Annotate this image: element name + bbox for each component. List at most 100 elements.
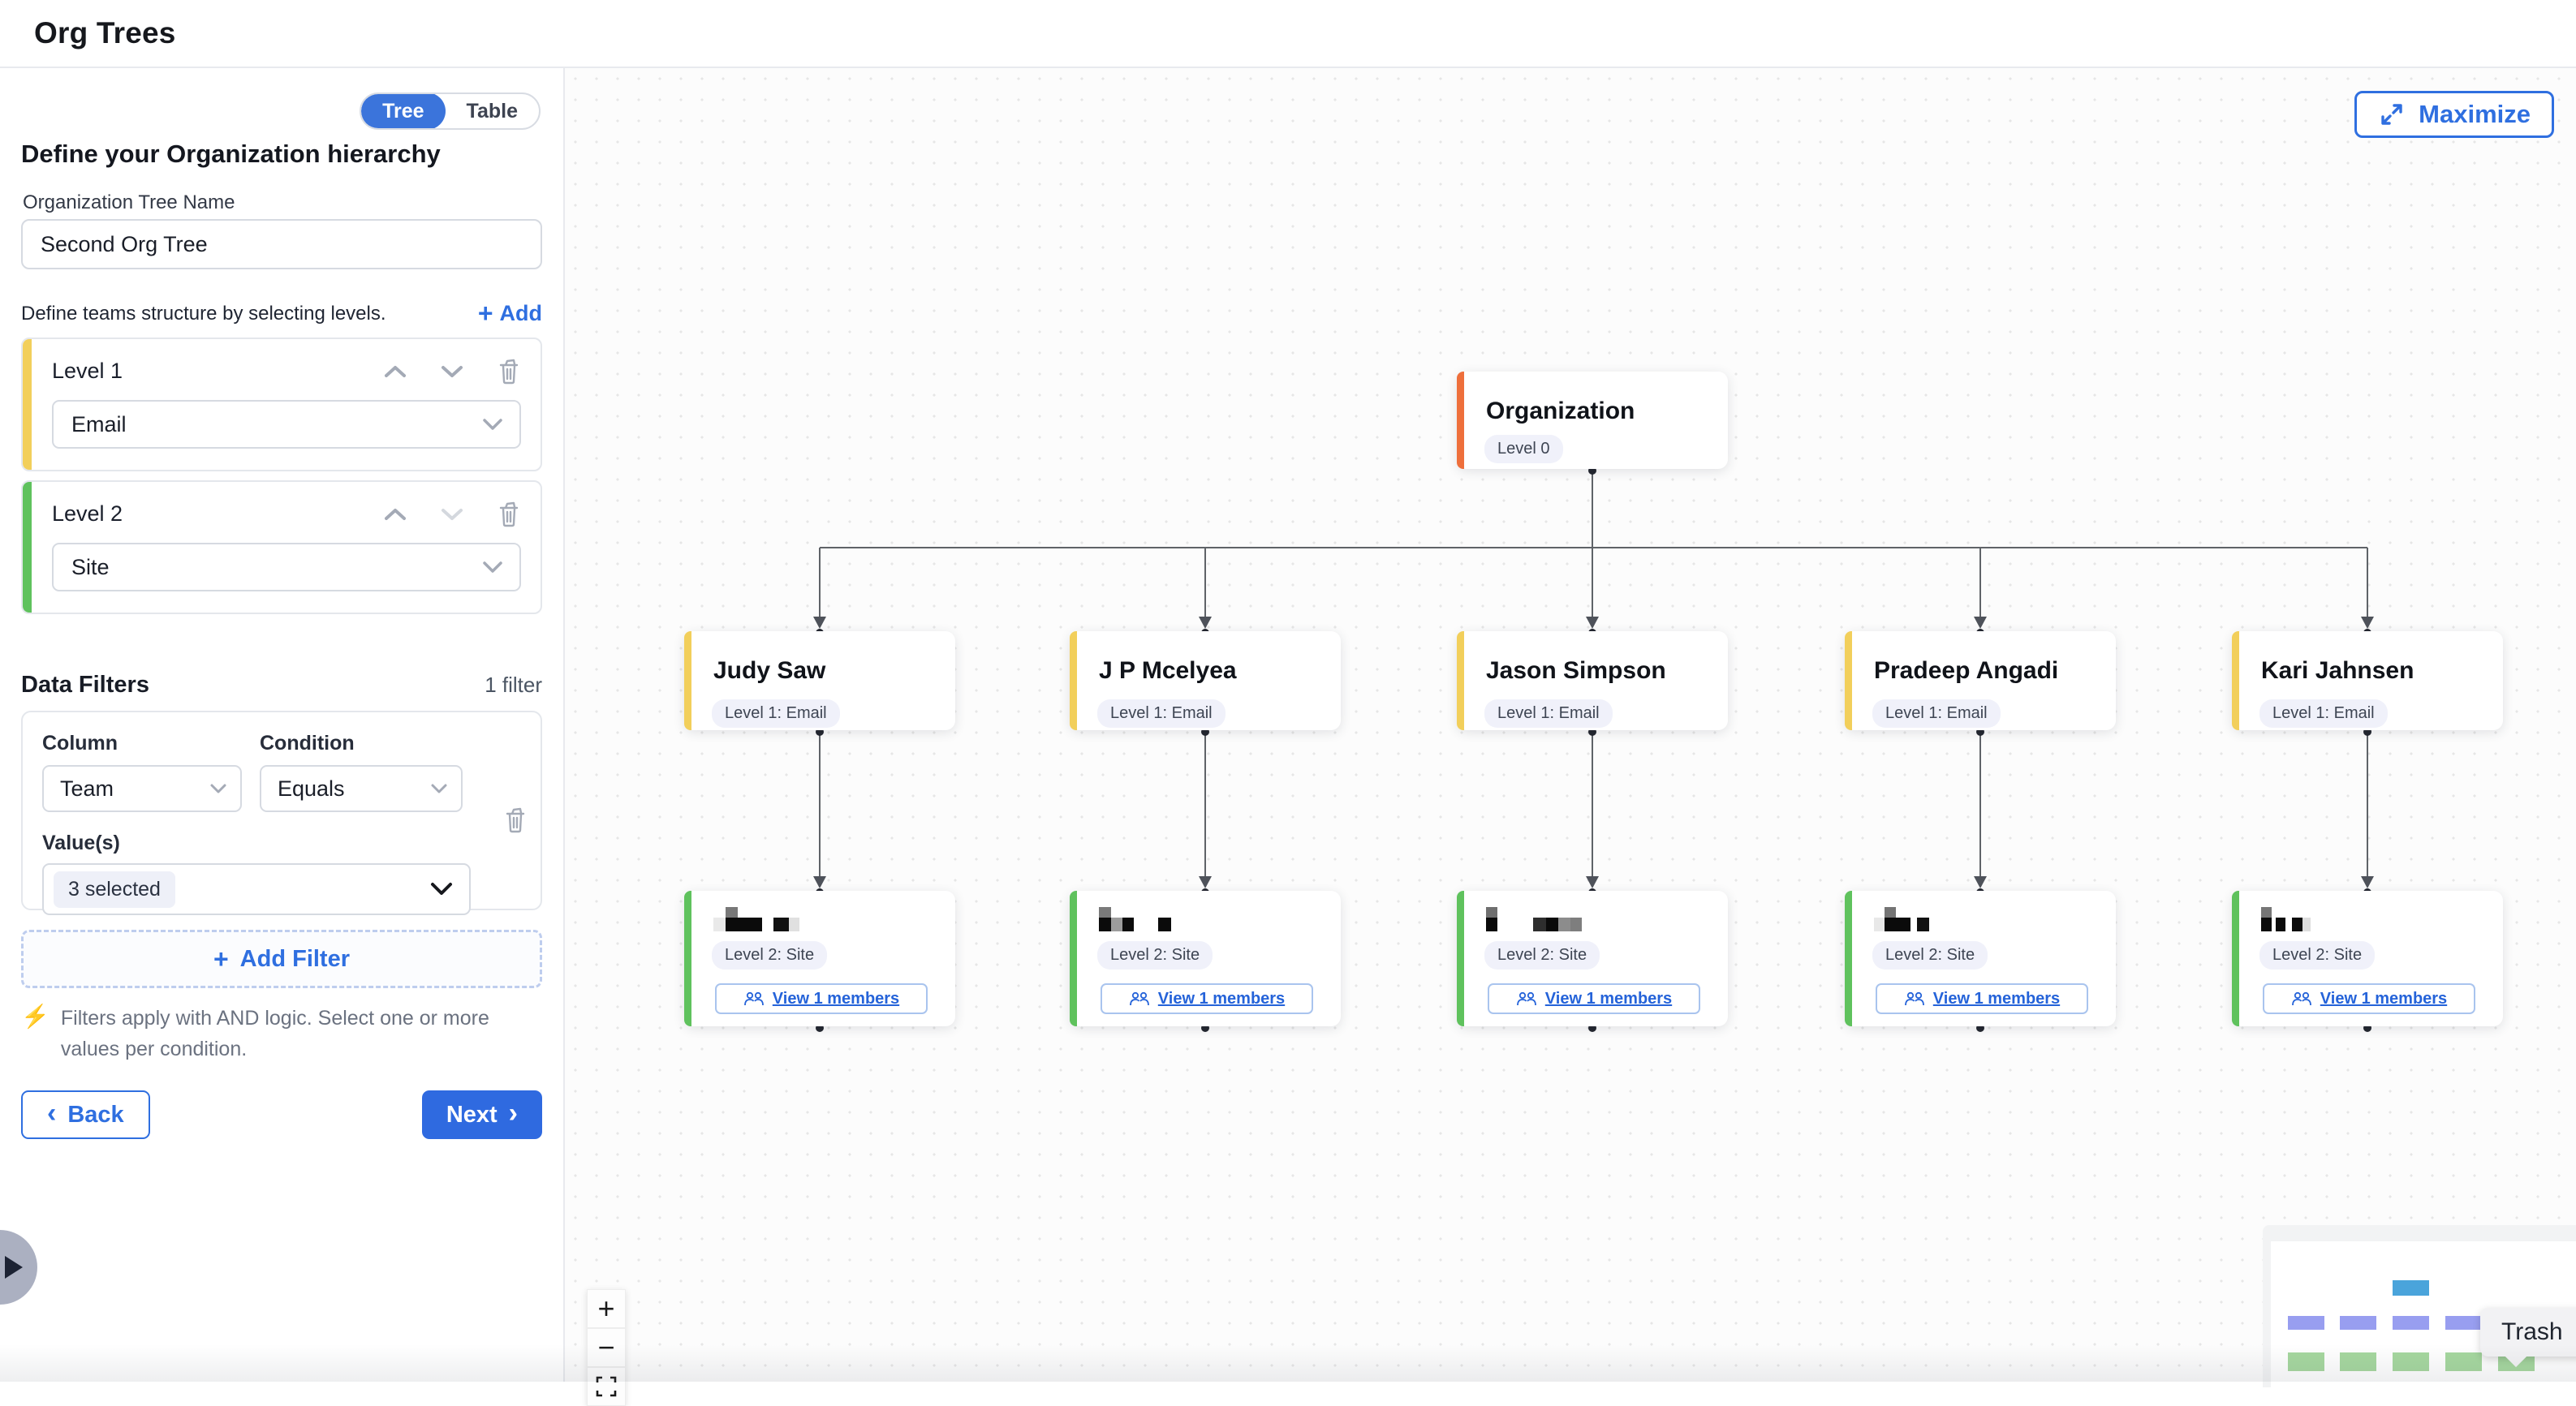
org-node-level1[interactable]: Jason Simpson Level 1: Email (1457, 631, 1728, 730)
chevron-down-icon (482, 561, 503, 574)
back-button[interactable]: ‹ Back (21, 1090, 150, 1139)
node-level-badge: Level 2: Site (1484, 941, 1600, 970)
zoom-controls: + − (587, 1289, 626, 1406)
level-1-card: Level 1 Email (21, 338, 542, 471)
fit-view-button[interactable] (587, 1367, 626, 1406)
redacted-title (1486, 907, 1582, 931)
toggle-table[interactable]: Table (446, 92, 539, 130)
maximize-button[interactable]: Maximize (2354, 91, 2554, 138)
chevron-left-icon: ‹ (47, 1099, 56, 1130)
add-level-button[interactable]: + Add (478, 299, 542, 329)
plus-icon: + (213, 944, 229, 974)
org-node-root[interactable]: Organization Level 0 (1457, 372, 1728, 469)
minimap-node (2340, 1316, 2376, 1330)
level-1-select-value: Email (71, 412, 127, 437)
view-members-label: View 1 members (2320, 990, 2447, 1008)
move-down-icon[interactable] (440, 502, 464, 527)
fit-view-icon (596, 1376, 617, 1397)
members-icon (743, 991, 765, 1007)
level-1-select[interactable]: Email (52, 400, 521, 449)
trash-icon[interactable] (497, 502, 521, 527)
view-members-button[interactable]: View 1 members (1876, 983, 2088, 1014)
values-select[interactable]: 3 selected (42, 863, 471, 915)
trash-tooltip-label: Trash (2501, 1318, 2563, 1346)
levels-caption-row: Define teams structure by selecting leve… (21, 299, 542, 329)
node-accent (1070, 891, 1077, 1026)
view-members-label: View 1 members (1933, 990, 2060, 1008)
org-tree-canvas[interactable]: Maximize (565, 68, 2576, 1382)
members-icon (1129, 991, 1150, 1007)
minimap-node (2288, 1316, 2324, 1330)
view-members-button[interactable]: View 1 members (1488, 983, 1700, 1014)
node-accent (2232, 891, 2239, 1026)
chevron-down-icon (482, 418, 503, 431)
move-up-icon[interactable] (383, 359, 407, 384)
level-1-title: Level 1 (52, 359, 123, 384)
org-node-level2[interactable]: Level 2: Site View 1 members (684, 891, 955, 1026)
org-node-level2[interactable]: Level 2: Site View 1 members (1457, 891, 1728, 1026)
level-1-accent (23, 339, 32, 470)
org-node-level2[interactable]: Level 2: Site View 1 members (2232, 891, 2503, 1026)
zoom-out-button[interactable]: − (587, 1328, 626, 1367)
add-filter-button[interactable]: + Add Filter (21, 930, 542, 988)
move-down-icon[interactable] (440, 359, 464, 384)
minimap-node (2340, 1352, 2376, 1371)
toggle-tree[interactable]: Tree (361, 92, 445, 130)
org-node-level2[interactable]: Level 2: Site View 1 members (1845, 891, 2116, 1026)
back-label: Back (67, 1102, 123, 1129)
org-node-level1[interactable]: Pradeep Angadi Level 1: Email (1845, 631, 2116, 730)
add-level-label: Add (500, 301, 542, 326)
node-accent (684, 631, 691, 730)
tree-name-label: Organization Tree Name (23, 191, 235, 214)
node-title: Pradeep Angadi (1874, 657, 2058, 685)
minimap-node (2288, 1352, 2324, 1371)
view-members-button[interactable]: View 1 members (715, 983, 928, 1014)
minimap-root-node (2393, 1280, 2429, 1296)
next-button[interactable]: Next › (422, 1090, 542, 1139)
node-title: Judy Saw (713, 657, 825, 685)
plus-icon: + (478, 299, 493, 329)
next-label: Next (446, 1102, 498, 1129)
members-icon (2291, 991, 2312, 1007)
page-title: Org Trees (34, 16, 176, 50)
node-level-badge: Level 1: Email (2259, 699, 2388, 728)
zoom-in-button[interactable]: + (587, 1289, 626, 1328)
org-node-level2[interactable]: Level 2: Site View 1 members (1070, 891, 1341, 1026)
chevron-down-icon (209, 783, 227, 794)
org-node-level1[interactable]: J P Mcelyea Level 1: Email (1070, 631, 1341, 730)
view-toggle: Tree Table (360, 92, 541, 130)
tree-name-input[interactable] (21, 219, 542, 269)
level-2-select[interactable]: Site (52, 543, 521, 591)
node-level-badge: Level 2: Site (712, 941, 827, 970)
sidebar-collapse-handle[interactable] (0, 1230, 37, 1305)
filters-note: ⚡ Filters apply with AND logic. Select o… (21, 1003, 508, 1064)
members-icon (1904, 991, 1925, 1007)
level-2-title: Level 2 (52, 501, 123, 527)
trash-icon[interactable] (497, 359, 521, 384)
view-members-button[interactable]: View 1 members (1101, 983, 1313, 1014)
view-members-button[interactable]: View 1 members (2263, 983, 2475, 1014)
minimap[interactable] (2263, 1225, 2576, 1387)
filters-note-text: Filters apply with AND logic. Select one… (61, 1003, 508, 1064)
view-members-label: View 1 members (1158, 990, 1285, 1008)
node-level-badge: Level 1: Email (1097, 699, 1226, 728)
org-node-level1[interactable]: Judy Saw Level 1: Email (684, 631, 955, 730)
column-label: Column (42, 732, 260, 755)
node-accent (1845, 631, 1852, 730)
condition-select[interactable]: Equals (260, 765, 463, 812)
node-accent (684, 891, 691, 1026)
minimap-node (2445, 1352, 2482, 1371)
levels-caption: Define teams structure by selecting leve… (21, 303, 386, 325)
expand-icon (2378, 101, 2406, 128)
remove-filter-icon[interactable] (503, 808, 528, 832)
move-up-icon[interactable] (383, 502, 407, 527)
data-filters-row: Data Filters 1 filter (21, 672, 542, 699)
org-node-level1[interactable]: Kari Jahnsen Level 1: Email (2232, 631, 2503, 730)
selected-count-chip: 3 selected (54, 871, 175, 908)
node-level-badge: Level 2: Site (2259, 941, 2375, 970)
node-level-badge: Level 0 (1484, 435, 1563, 463)
node-accent (1845, 891, 1852, 1026)
minimap-node (2445, 1316, 2482, 1330)
column-select[interactable]: Team (42, 765, 242, 812)
redacted-title (713, 907, 799, 931)
